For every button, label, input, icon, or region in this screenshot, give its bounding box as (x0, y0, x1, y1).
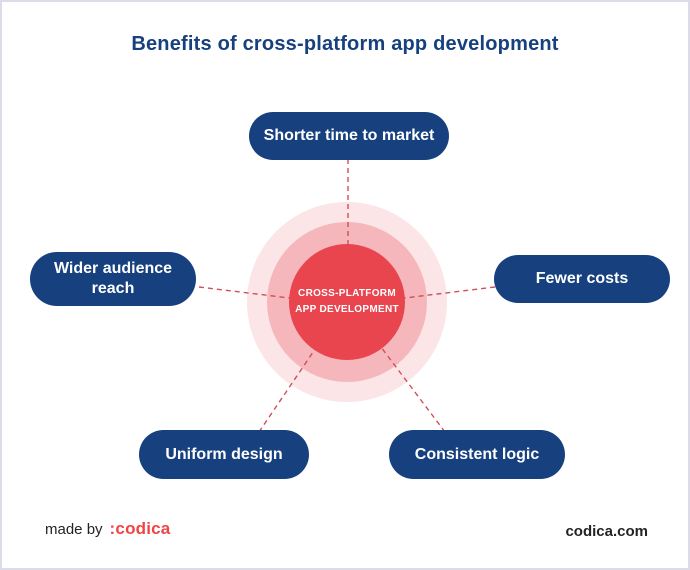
benefit-pill-wider-audience-reach: Wider audience reach (30, 252, 196, 306)
benefit-pill-consistent-logic: Consistent logic (389, 430, 565, 479)
center-label-line1: CROSS-PLATFORM (298, 287, 396, 299)
benefit-pill-fewer-costs: Fewer costs (494, 255, 670, 303)
benefit-pill-shorter-time-to-market: Shorter time to market (249, 112, 449, 160)
connector-line-left (198, 286, 348, 306)
benefit-label: Wider audience reach (53, 260, 173, 297)
center-circle: CROSS-PLATFORM APP DEVELOPMENT (289, 244, 405, 360)
benefit-pill-uniform-design: Uniform design (139, 430, 309, 479)
made-by-text: made by (45, 521, 103, 538)
codica-logo: :codica (109, 519, 171, 538)
benefit-label: Fewer costs (535, 270, 629, 287)
center-label-line2: APP DEVELOPMENT (295, 304, 399, 315)
page-title: Benefits of cross-platform app developme… (131, 33, 559, 55)
benefit-label: Uniform design (165, 445, 283, 463)
benefit-label: Shorter time to market (263, 127, 435, 144)
made-by-credit: made by :codica (45, 519, 170, 539)
benefit-label: Consistent logic (414, 445, 540, 463)
site-url: codica.com (565, 523, 648, 540)
connector-line-right (346, 286, 496, 306)
